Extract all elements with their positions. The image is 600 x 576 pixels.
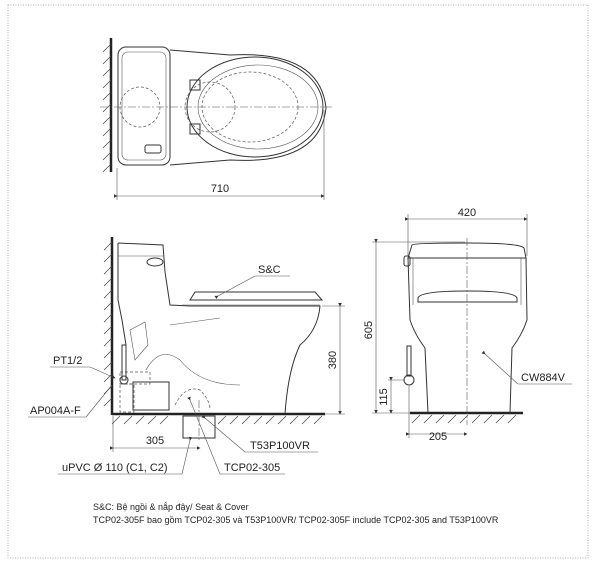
front-view: 420 605 115 205 CW884V bbox=[363, 207, 572, 443]
label-adapter: TCP02-305 bbox=[224, 462, 280, 474]
top-view: 710 bbox=[100, 38, 332, 200]
label-flange: T53P100VR bbox=[250, 440, 310, 452]
dim-supply-height: 115 bbox=[378, 388, 390, 406]
dim-total-height: 605 bbox=[363, 321, 375, 339]
label-seat-cover: S&C bbox=[258, 264, 281, 276]
label-pipe: uPVC Ø 110 (C1, C2) bbox=[62, 462, 168, 474]
dim-width: 420 bbox=[458, 207, 476, 219]
label-supply: PT1/2 bbox=[53, 355, 82, 367]
dim-height: 380 bbox=[327, 351, 339, 369]
dim-supply-offset: 205 bbox=[429, 431, 447, 443]
label-valve: AP004A-F bbox=[30, 405, 81, 417]
label-model: CW884V bbox=[521, 372, 566, 384]
drawing-frame bbox=[7, 4, 589, 559]
side-view: 380 305 S&C PT1/2 AP004A-F T53P100VR uPV… bbox=[28, 237, 345, 475]
dim-length: 710 bbox=[211, 183, 229, 195]
note-kit-contents: TCP02-305F bao gồm TCP02-305 và T53P100V… bbox=[93, 515, 499, 525]
note-seat-cover: S&C: Bệ ngồi & nắp đậy/ Seat & Cover bbox=[93, 502, 249, 512]
dim-rough-in: 305 bbox=[146, 435, 164, 447]
